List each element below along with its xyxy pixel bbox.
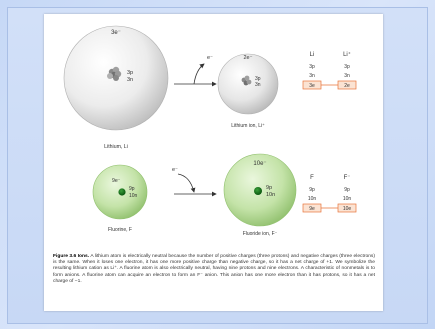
fluoride-ion: 10e⁻ 9p 10n Fluoride ion, F⁻	[223, 153, 297, 237]
lost-electron-label: e⁻	[207, 55, 213, 61]
lithium-ion: 2e⁻ 3p 3n Lithium ion, Li⁺	[217, 53, 279, 129]
fluorine-atom: 9e⁻ 9p 10n Fluorine, F	[92, 164, 148, 233]
lithium-reaction-arrow: e⁻	[174, 55, 217, 87]
lithium-nucleus	[107, 66, 122, 81]
table-header-f: F	[310, 175, 314, 181]
lithium-ion-protons: 3p	[255, 76, 261, 82]
fluorine-protons: 9p	[129, 186, 135, 192]
table-header-li: Li	[310, 52, 315, 58]
svg-text:10e: 10e	[343, 206, 352, 212]
fluorine-shell-label: 9e⁻	[112, 178, 121, 184]
fluorine-reaction-arrow: e⁻	[172, 167, 217, 197]
svg-text:3p: 3p	[344, 64, 350, 70]
svg-text:9p: 9p	[309, 187, 315, 193]
svg-text:3n: 3n	[344, 73, 350, 79]
svg-text:3n: 3n	[309, 73, 315, 79]
fluorine-label: Fluorine, F	[108, 227, 132, 233]
svg-text:2e: 2e	[344, 83, 350, 89]
svg-text:3p: 3p	[309, 64, 315, 70]
figure-title: Ions.	[77, 254, 90, 259]
ions-figure: 3e⁻ 3p 3n Lithium, Li e⁻ 2e⁻	[63, 25, 357, 237]
lithium-atom: 3e⁻ 3p 3n Lithium, Li	[63, 25, 169, 150]
caption-text: A lithium atom is electrically neutral b…	[53, 254, 375, 284]
lithium-ion-nucleus	[241, 75, 252, 86]
fluoride-protons: 9p	[266, 185, 272, 191]
lithium-protons: 3p	[127, 70, 133, 76]
figure-caption: Figure 3.6 Ions. A lithium atom is elect…	[53, 254, 375, 285]
lithium-ion-shell-label: 2e⁻	[243, 55, 252, 61]
lithium-neutrons: 3n	[127, 77, 133, 83]
gained-electron-label: e⁻	[172, 167, 178, 173]
fluorine-neutrons: 10n	[129, 193, 138, 199]
lithium-ion-label: Lithium ion, Li⁺	[231, 123, 265, 129]
svg-text:9e: 9e	[309, 206, 315, 212]
fluoride-shell-label: 10e⁻	[253, 161, 266, 167]
lithium-shell-label: 3e⁻	[111, 30, 121, 36]
fluoride-label: Fluoride ion, F⁻	[243, 231, 278, 237]
svg-text:10n: 10n	[343, 196, 352, 202]
table-header-f-ion: F⁻	[344, 175, 351, 181]
table-header-li-ion: Li⁺	[343, 51, 351, 58]
svg-text:3e: 3e	[309, 83, 315, 89]
lithium-comparison-table: Li Li⁺ 3p 3p 3n 3n 3e 2e	[302, 51, 357, 90]
fluoride-neutrons: 10n	[266, 192, 275, 198]
svg-text:9p: 9p	[344, 187, 350, 193]
lithium-label: Lithium, Li	[104, 144, 128, 150]
figure-number: Figure 3.6	[53, 254, 77, 259]
lithium-ion-neutrons: 3n	[255, 82, 261, 88]
fluoride-nucleus	[254, 187, 262, 195]
svg-text:10n: 10n	[308, 196, 317, 202]
fluorine-comparison-table: F F⁻ 9p 9p 10n 10n 9e 10e	[302, 175, 357, 213]
textbook-figure-page: 3e⁻ 3p 3n Lithium, Li e⁻ 2e⁻	[44, 14, 383, 311]
fluorine-nucleus	[118, 188, 126, 196]
